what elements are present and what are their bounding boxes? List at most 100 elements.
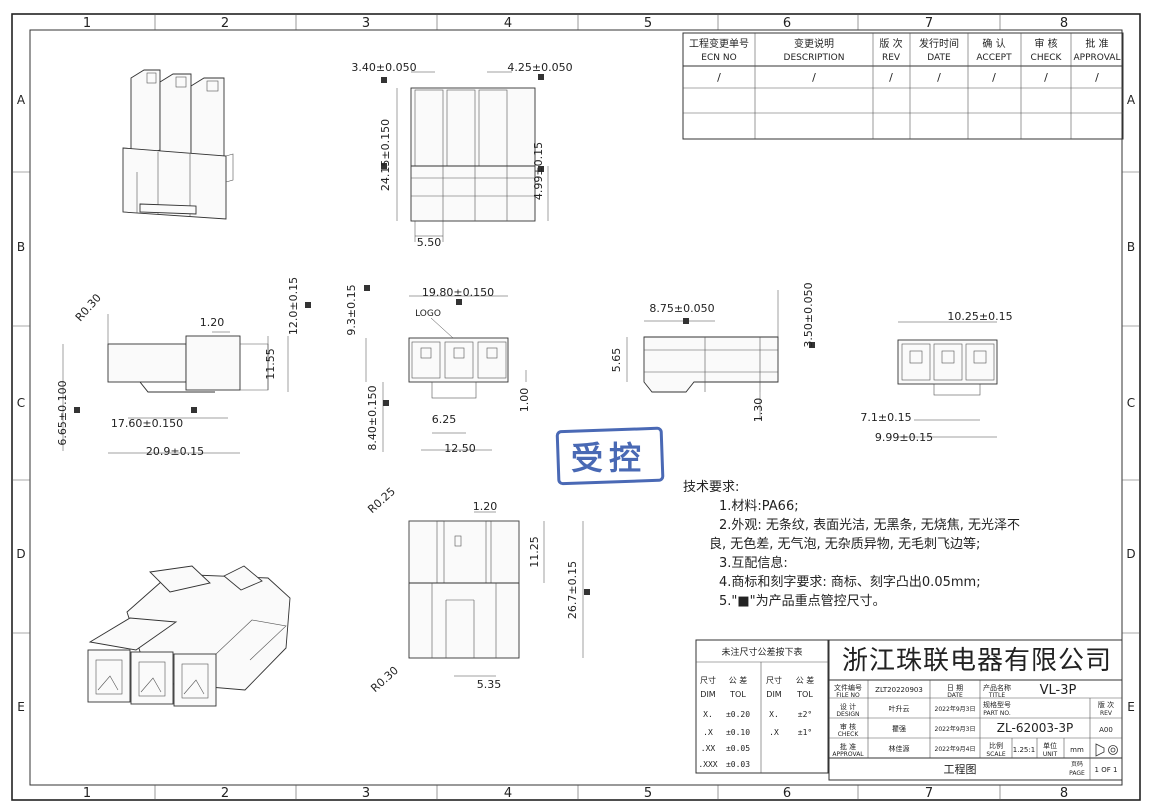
tol-cell: ±1° [798,728,812,737]
dim-label: 9.3±0.15 [345,284,358,335]
tb-label: 审 核 [840,722,856,731]
tb-label: PART NO. [983,710,1011,717]
rev-header-cn: 批 准 [1085,37,1108,50]
dim-label: 6.25 [432,413,457,426]
tb-label: 版 次 [1098,700,1114,709]
tech-req-item: 1.材料:PA66; [719,499,799,514]
rev-header-cn: 版 次 [879,37,902,50]
rev-header-en: DESCRIPTION [784,53,845,63]
tb-label: 日 期 [947,684,963,692]
tol-cell: ±0.03 [726,760,750,769]
outer-border [11,13,1141,801]
col-number: 5 [644,786,652,801]
tb-label: CHECK [838,731,860,738]
rev-header-cn: 审 核 [1034,37,1057,50]
tol-header-en: DIM [766,690,782,699]
col-number: 2 [221,786,229,801]
col-number: 3 [362,786,370,801]
dim-label: R0.25 [365,485,398,516]
tol-cell: .X [703,728,713,737]
dim-label: 24.15±0.150 [379,119,392,191]
tb-label: TITLE [988,692,1005,699]
title-block [828,639,1123,781]
row-letter: A [17,93,26,107]
dim-label: 1.00 [518,388,531,413]
company-name: 浙江珠联电器有限公司 [842,646,1112,676]
tolerance-table [695,639,829,774]
dim-label: 1.20 [200,316,225,329]
inner-border [29,29,1123,786]
tol-cell: .X [769,728,779,737]
col-number: 5 [644,16,652,31]
dim-label: 19.80±0.150 [422,286,494,299]
dim-label: 11.55 [264,348,277,380]
dim-label: 7.1±0.15 [860,411,911,424]
tb-label: APPROVAL [832,751,864,758]
logo-label: LOGO [415,309,441,319]
revision-table: 工程变更单号 ECN NO 变更说明 DESCRIPTION 版 次 REV 发… [682,32,1124,140]
col-number: 8 [1060,16,1068,31]
rev-header-cn: 确 认 [982,37,1005,50]
row-letter: C [1127,396,1135,410]
col-number: 3 [362,16,370,31]
dim-label: 26.7±0.15 [566,561,579,619]
rev-header-cn: 工程变更单号 [689,37,749,50]
tech-req-item: 5."■"为产品重点管控尺寸。 [719,593,886,609]
dim-label: 17.60±0.150 [111,417,183,430]
tb-label: 批 准 [840,742,856,751]
dim-label: 5.35 [477,678,502,691]
row-letter: E [1127,700,1135,714]
tol-header-cn: 尺寸 [700,675,716,685]
rev-cell: / [717,71,721,84]
rev-header-en: CHECK [1031,53,1063,63]
end-view [897,321,998,438]
section-view [626,290,815,420]
row-letter: C [17,396,25,410]
tb-label: DATE [947,692,963,699]
part-number: ZL-62003-3P [997,721,1073,735]
rev-header-en: ECN NO [701,53,736,63]
dim-label: R0.30 [368,664,401,695]
approver: 林佳源 [889,744,910,753]
tol-table-title: 未注尺寸公差按下表 [721,646,802,658]
rev-header-cn: 变更说明 [794,37,834,50]
product-title: VL-3P [1040,683,1077,698]
rev-header-en: DATE [927,53,951,63]
tb-label: SCALE [986,751,1005,758]
tol-header-en: TOL [796,690,813,699]
tb-label: UNIT [1043,751,1058,758]
check-date: 2022年9月3日 [935,725,976,733]
dim-label: 3.50±0.050 [802,282,815,347]
page-value: 1 OF 1 [1095,766,1118,774]
file-no: ZLT20220903 [875,686,923,694]
dim-label: 10.25±0.15 [947,310,1012,323]
dim-label: 4.99±0.15 [532,142,545,200]
rev-cell: / [937,71,941,84]
side-view [62,302,311,454]
tb-label: 设 计 [840,702,856,711]
tb-label: FILE NO [836,692,860,699]
row-letter: D [1126,547,1135,561]
approve-date: 2022年9月4日 [935,745,976,753]
control-stamp [555,426,665,486]
col-number: 6 [783,16,791,31]
tb-label: REV [1100,710,1113,717]
front-view [364,285,527,452]
bottom-view [408,511,590,677]
tech-req-item: 良, 无色差, 无气泡, 无杂质异物, 无毛刺飞边等; [709,536,980,552]
unit-value: mm [1070,746,1084,754]
rev-cell: / [992,71,996,84]
rev-header-cn: 发行时间 [919,37,959,50]
dim-label: 12.0±0.15 [287,277,300,335]
dim-label: 8.40±0.150 [366,385,379,450]
rev-cell: / [889,71,893,84]
tol-cell: ±0.20 [726,710,750,719]
zone-column-ticks [154,14,1001,800]
tol-header-en: TOL [729,690,746,699]
rev-header-en: REV [882,53,901,63]
col-number: 7 [925,16,933,31]
tol-cell: .XX [701,744,716,753]
stamp-text: 受控 [571,439,647,477]
drawing-name: 工程图 [944,763,977,776]
row-letter: D [16,547,25,561]
